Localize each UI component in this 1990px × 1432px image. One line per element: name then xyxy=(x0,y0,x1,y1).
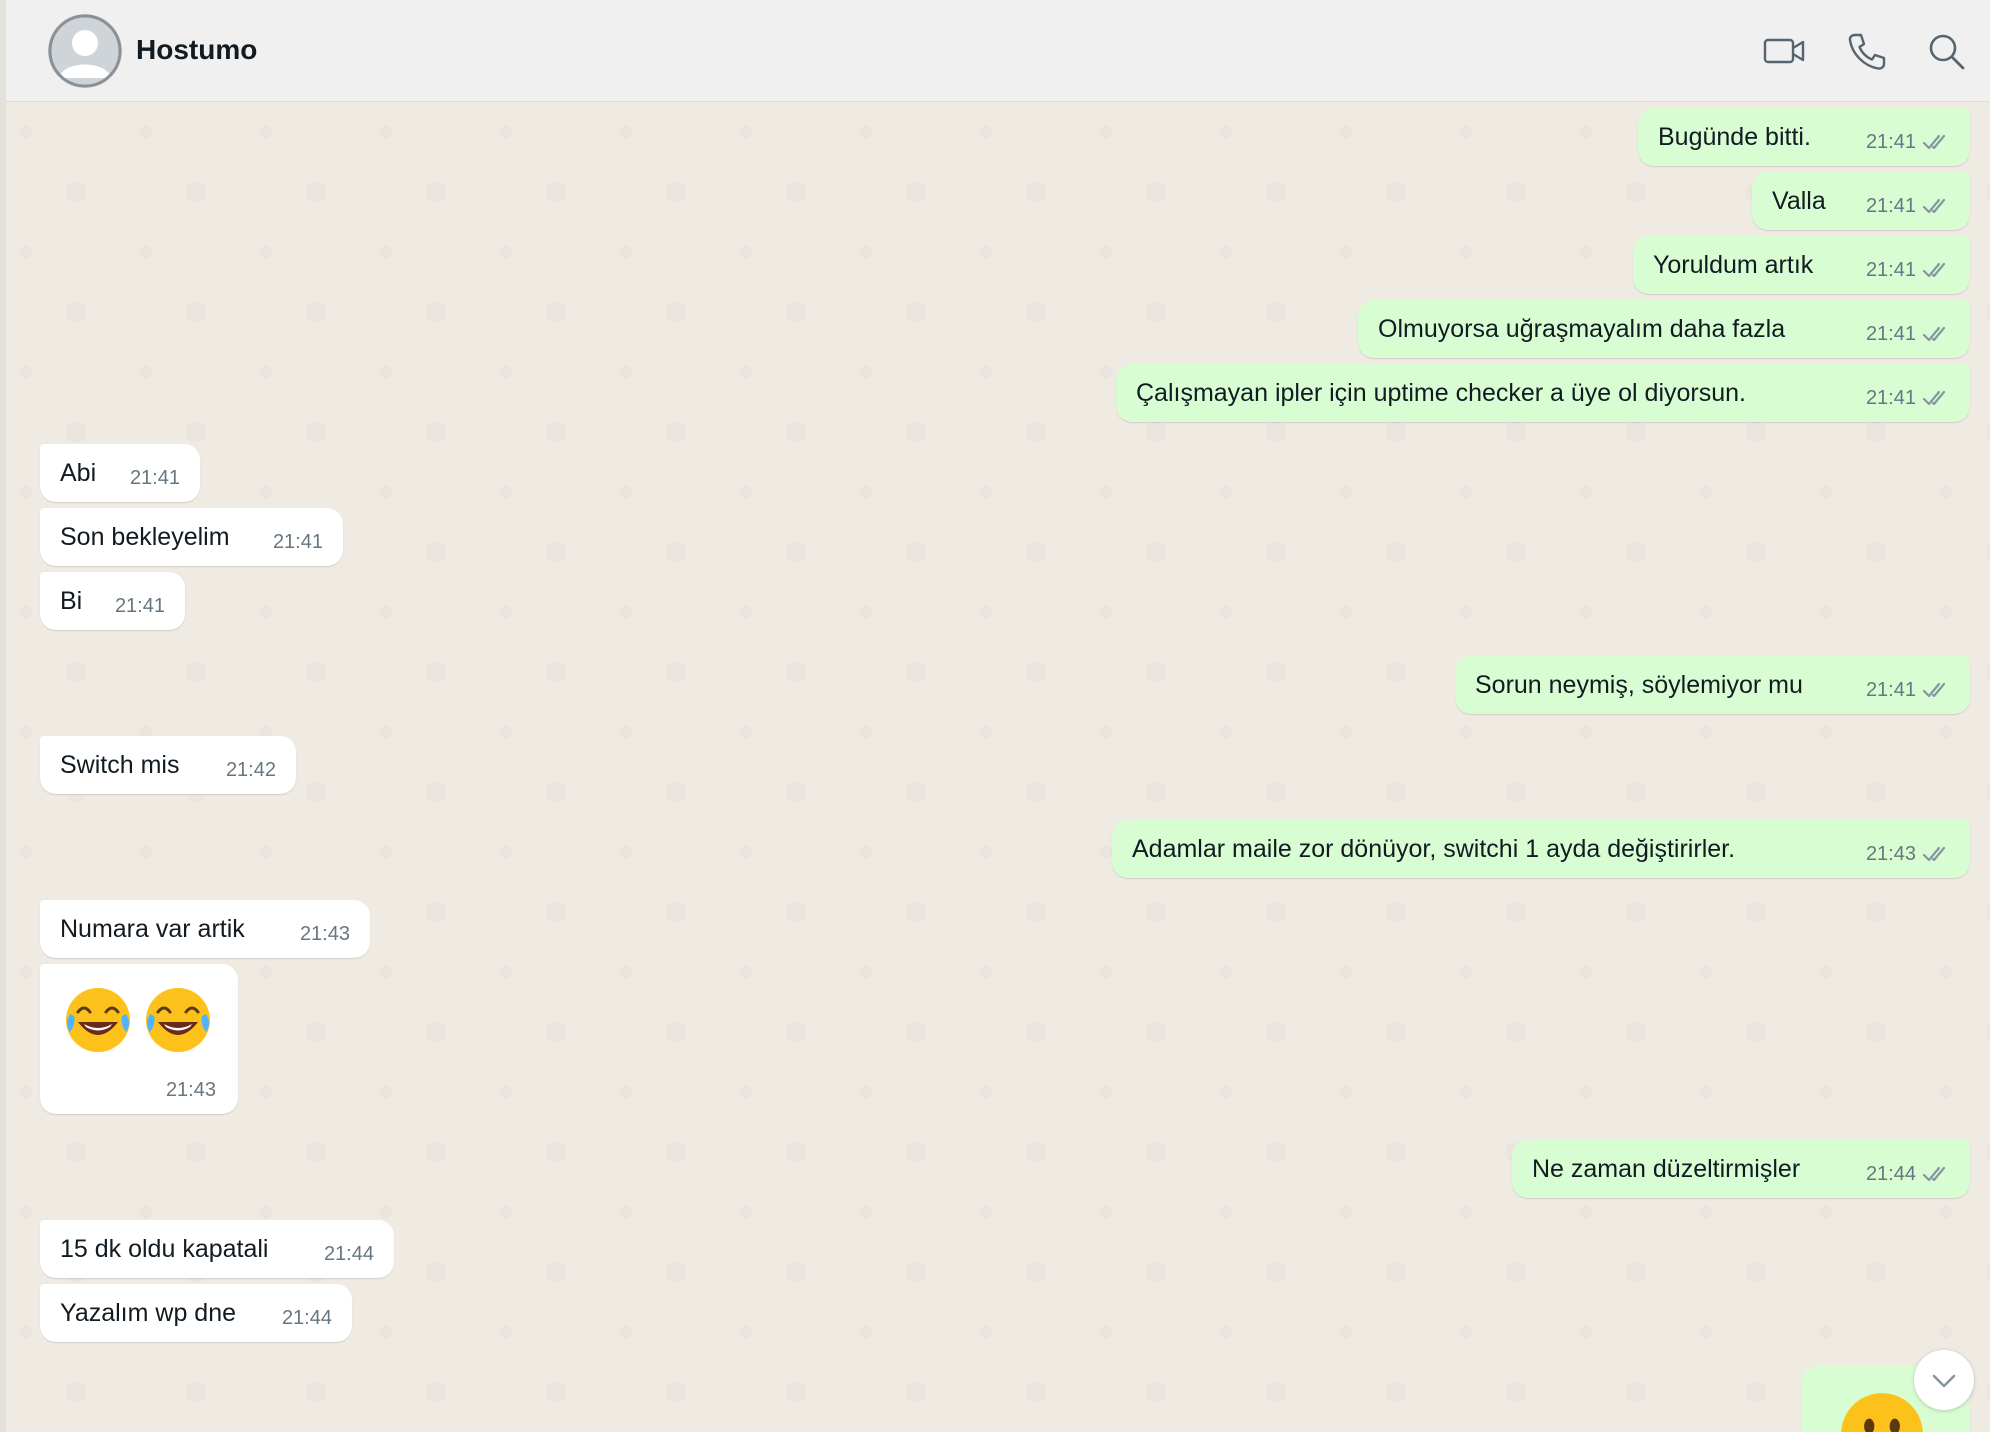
voice-call-button[interactable] xyxy=(1842,27,1890,75)
message-time: 21:41 xyxy=(1865,387,1916,409)
default-avatar-icon xyxy=(48,14,122,88)
message-meta: 21:41 xyxy=(1866,113,1952,171)
message-incoming[interactable]: Yazalım wp dne 21:44 xyxy=(40,1284,352,1342)
window-edge xyxy=(0,0,6,1432)
message-outgoing[interactable]: Yoruldum artık 21:41 xyxy=(1633,236,1970,294)
message-meta: 21:41 xyxy=(1866,305,1952,363)
scroll-to-bottom-button[interactable] xyxy=(1914,1350,1974,1410)
message-time: 21:44 xyxy=(323,1243,374,1265)
video-call-icon xyxy=(1763,38,1805,64)
message-incoming[interactable]: Abi 21:41 xyxy=(40,444,200,502)
message-text: Çalışmayan ipler için uptime checker a ü… xyxy=(1136,379,1746,407)
read-ticks-icon xyxy=(1922,390,1946,406)
voice-call-icon xyxy=(1848,33,1886,70)
message-time: 21:41 xyxy=(1865,679,1916,701)
message-meta: 21:42 xyxy=(226,741,276,799)
message-incoming[interactable]: Switch mis 21:42 xyxy=(40,736,296,794)
face-with-tears-of-joy-icon xyxy=(146,988,210,1052)
message-text: Adamlar maile zor dönüyor, switchi 1 ayd… xyxy=(1132,835,1736,863)
message-time: 21:43 xyxy=(299,923,350,945)
message-time: 21:41 xyxy=(114,595,165,617)
message-time: 21:41 xyxy=(272,531,323,553)
message-time: 21:44 xyxy=(1865,1163,1916,1185)
message-text: Son bekleyelim xyxy=(60,523,230,551)
message-incoming[interactable]: Numara var artik 21:43 xyxy=(40,900,370,958)
message-text: Valla xyxy=(1772,187,1826,215)
message-text: Yoruldum artık xyxy=(1653,251,1814,279)
message-time: 21:43 xyxy=(1865,843,1916,865)
read-ticks-icon xyxy=(1922,262,1946,278)
message-time: 21:42 xyxy=(225,759,276,781)
read-ticks-icon xyxy=(1922,134,1946,150)
message-meta: 21:44 xyxy=(1866,1145,1952,1203)
message-meta: 21:41 xyxy=(1866,661,1952,719)
message-text: Sorun neymiş, söylemiyor mu xyxy=(1475,671,1803,699)
message-time: 21:41 xyxy=(1865,195,1916,217)
message-text: Abi xyxy=(60,459,97,487)
message-meta: 21:41 xyxy=(1866,177,1952,235)
message-time: 21:41 xyxy=(1865,323,1916,345)
message-incoming[interactable]: Bi 21:41 xyxy=(40,572,185,630)
message-outgoing[interactable]: Ne zaman düzeltirmişler 21:44 xyxy=(1512,1140,1970,1198)
message-text: 15 dk oldu kapatali xyxy=(60,1235,269,1263)
message-outgoing[interactable]: Olmuyorsa uğraşmayalım daha fazla 21:41 xyxy=(1358,300,1970,358)
chat-area[interactable]: Bugünde bitti. 21:41 Valla 21:41 Yoruldu… xyxy=(6,102,1990,1432)
read-ticks-icon xyxy=(1922,846,1946,862)
message-meta: 21:41 xyxy=(1866,241,1952,299)
message-outgoing-emoji[interactable] xyxy=(1802,1366,1970,1432)
message-time: 21:41 xyxy=(129,467,180,489)
message-text: Bi xyxy=(60,587,83,615)
read-ticks-icon xyxy=(1922,326,1946,342)
search-icon xyxy=(1929,34,1965,70)
message-text: Bugünde bitti. xyxy=(1658,123,1811,151)
message-text: Switch mis xyxy=(60,751,180,779)
message-meta: 21:41 xyxy=(273,513,323,571)
message-incoming[interactable]: Son bekleyelim 21:41 xyxy=(40,508,343,566)
read-ticks-icon xyxy=(1922,682,1946,698)
message-time: 21:43 xyxy=(165,1079,216,1101)
message-outgoing[interactable]: Sorun neymiş, söylemiyor mu 21:41 xyxy=(1455,656,1970,714)
message-meta: 21:41 xyxy=(115,577,165,635)
message-text: Numara var artik xyxy=(60,915,245,943)
contact-name[interactable]: Hostumo xyxy=(136,34,258,65)
message-meta: 21:41 xyxy=(130,449,180,507)
message-outgoing[interactable]: Valla 21:41 xyxy=(1752,172,1970,230)
message-meta: 21:43 xyxy=(1866,825,1952,883)
read-ticks-icon xyxy=(1922,1166,1946,1182)
message-outgoing[interactable]: Bugünde bitti. 21:41 xyxy=(1638,108,1970,166)
chevron-down-icon xyxy=(1932,1374,1956,1388)
message-text: Yazalım wp dne xyxy=(60,1299,237,1327)
chat-header: Hostumo xyxy=(6,0,1990,102)
message-incoming-emoji[interactable]: 21:43 xyxy=(40,964,238,1114)
message-text: Ne zaman düzeltirmişler xyxy=(1532,1155,1801,1183)
neutral-face-icon xyxy=(1841,1393,1923,1432)
message-outgoing[interactable]: Çalışmayan ipler için uptime checker a ü… xyxy=(1116,364,1970,422)
search-button[interactable] xyxy=(1922,27,1970,75)
avatar[interactable] xyxy=(48,14,122,88)
message-text: Olmuyorsa uğraşmayalım daha fazla xyxy=(1378,315,1786,343)
message-meta: 21:41 xyxy=(1866,369,1952,427)
message-meta: 21:44 xyxy=(282,1289,332,1347)
read-ticks-icon xyxy=(1922,198,1946,214)
message-meta: 21:44 xyxy=(324,1225,374,1283)
message-outgoing[interactable]: Adamlar maile zor dönüyor, switchi 1 ayd… xyxy=(1112,820,1970,878)
message-incoming[interactable]: 15 dk oldu kapatali 21:44 xyxy=(40,1220,394,1278)
message-time: 21:41 xyxy=(1865,259,1916,281)
message-time: 21:41 xyxy=(1865,131,1916,153)
face-with-tears-of-joy-icon xyxy=(66,988,130,1052)
message-meta: 21:43 xyxy=(300,905,350,963)
message-time: 21:44 xyxy=(281,1307,332,1329)
video-call-button[interactable] xyxy=(1760,27,1808,75)
